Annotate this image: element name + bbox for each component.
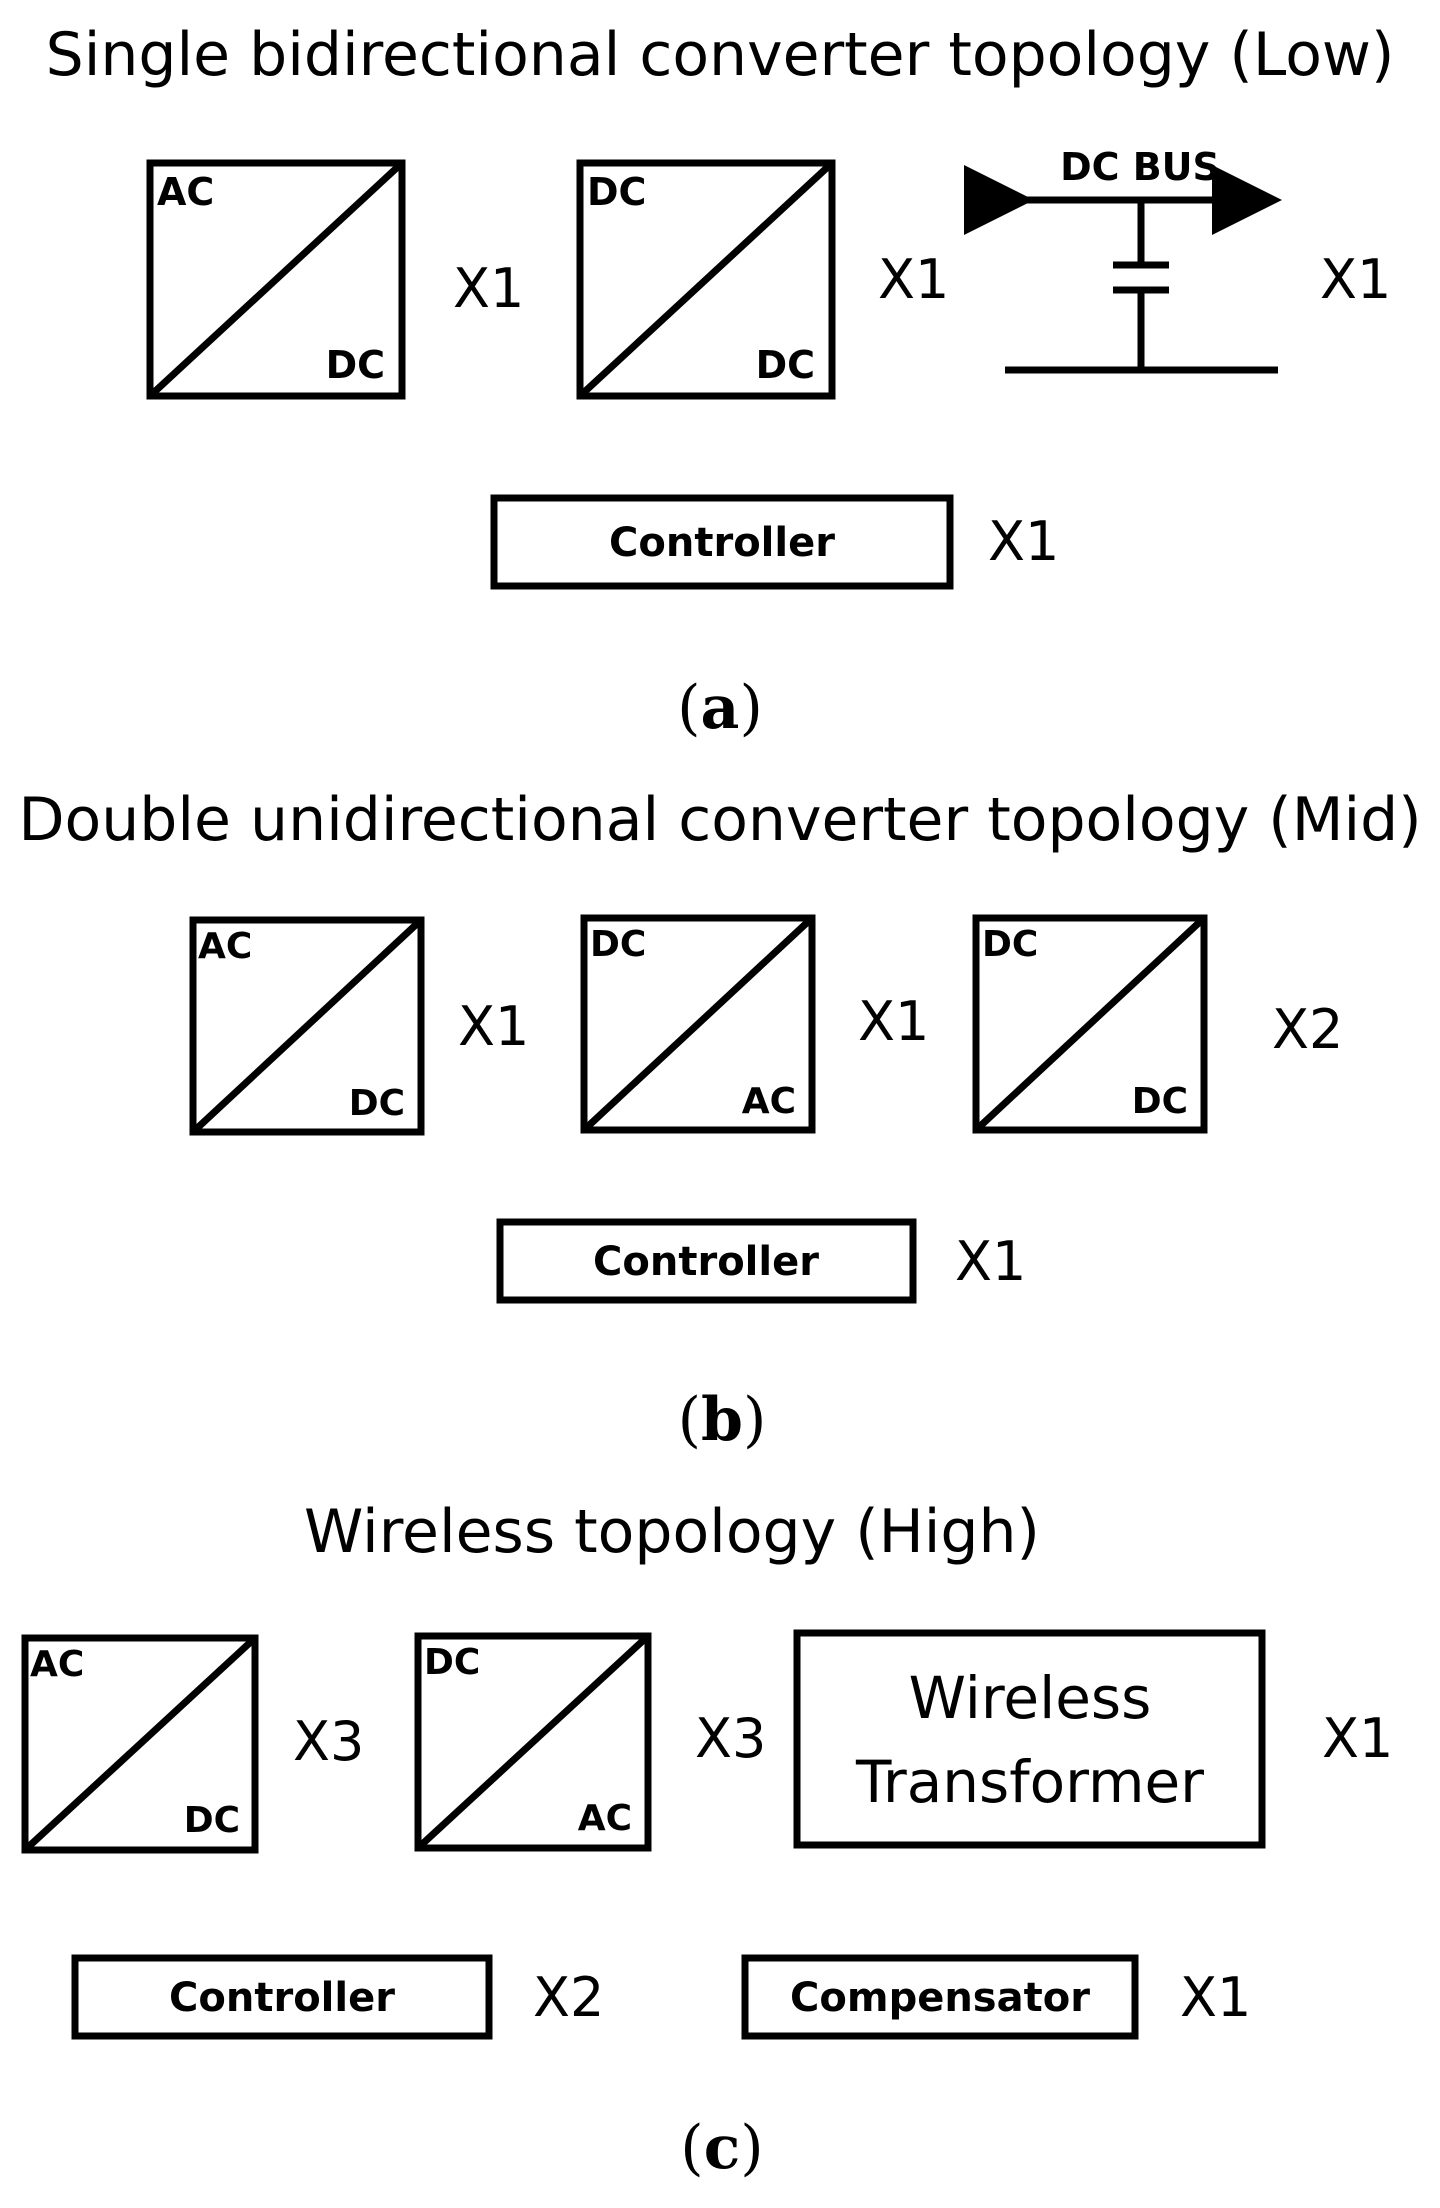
caption-open-paren: ( xyxy=(680,2113,703,2183)
controller-label: Controller xyxy=(609,520,835,566)
panel-b-dcac-converter: DC AC xyxy=(580,914,816,1134)
converter-box xyxy=(576,159,836,400)
panel-c-compensator-multiplier: X1 xyxy=(1180,1966,1251,2029)
converter-diagonal xyxy=(581,915,815,1133)
panel-c: Wireless topology (High) AC DC X3 DC AC … xyxy=(21,1497,1393,2183)
panel-c-dcac-multiplier: X3 xyxy=(695,1707,766,1770)
panel-b-caption: (b) xyxy=(678,1385,767,1455)
converter-diagonal xyxy=(190,917,424,1135)
converter-input-label: AC xyxy=(198,926,252,967)
caption-close-paren: ) xyxy=(743,1385,766,1455)
panel-b: Double unidirectional converter topology… xyxy=(18,785,1421,1455)
converter-input-label: AC xyxy=(30,1644,84,1685)
panel-a-dcdc-multiplier: X1 xyxy=(878,248,949,311)
caption-open-paren: ( xyxy=(678,1385,701,1455)
panel-b-dcdc-multiplier: X2 xyxy=(1272,998,1343,1061)
panel-c-dcac-converter: DC AC xyxy=(414,1632,652,1852)
panel-a: Single bidirectional converter topology … xyxy=(46,20,1395,743)
converter-output-label: DC xyxy=(326,343,385,387)
panel-a-controller-multiplier: X1 xyxy=(988,510,1059,573)
converter-output-label: DC xyxy=(184,1800,240,1841)
converter-diagonal xyxy=(147,160,405,399)
converter-output-label: DC xyxy=(349,1083,405,1124)
panel-b-dcdc-converter: DC DC xyxy=(972,914,1208,1134)
panel-b-controller: Controller xyxy=(496,1218,917,1304)
panel-c-transformer-multiplier: X1 xyxy=(1322,1707,1393,1770)
panel-c-controller: Controller xyxy=(71,1954,493,2040)
converter-input-label: DC xyxy=(590,924,646,965)
compensator-box xyxy=(741,1954,1139,2040)
caption-open-paren: ( xyxy=(677,673,700,743)
transformer-box xyxy=(793,1629,1266,1849)
caption-letter: b xyxy=(701,1385,743,1455)
panel-b-dcac-multiplier: X1 xyxy=(858,990,929,1053)
converter-box xyxy=(189,916,425,1136)
caption-close-paren: ) xyxy=(740,2113,763,2183)
dc-bus-label: DC BUS xyxy=(1060,145,1220,189)
transformer-label-line2: Transformer xyxy=(855,1748,1204,1816)
panel-a-caption: (a) xyxy=(677,673,763,743)
panel-c-caption: (c) xyxy=(680,2113,763,2183)
converter-box xyxy=(21,1634,259,1854)
panel-a-controller: Controller xyxy=(490,494,954,590)
panel-b-controller-multiplier: X1 xyxy=(955,1230,1026,1293)
controller-box xyxy=(496,1218,917,1304)
panel-b-acdc-converter: AC DC xyxy=(189,916,425,1136)
panel-b-title: Double unidirectional converter topology… xyxy=(18,785,1421,855)
caption-letter: a xyxy=(701,673,740,743)
converter-diagonal xyxy=(415,1633,651,1851)
transformer-label-line1: Wireless xyxy=(909,1664,1152,1732)
converter-diagonal xyxy=(973,915,1207,1133)
panel-c-acdc-multiplier: X3 xyxy=(293,1710,364,1773)
converter-input-label: AC xyxy=(157,170,214,214)
controller-label: Controller xyxy=(593,1239,819,1285)
caption-letter: c xyxy=(704,2113,741,2183)
converter-box xyxy=(580,914,816,1134)
converter-box xyxy=(146,159,406,400)
caption-close-paren: ) xyxy=(739,673,762,743)
converter-output-label: AC xyxy=(742,1081,796,1122)
panel-c-title: Wireless topology (High) xyxy=(304,1497,1040,1567)
panel-b-acdc-multiplier: X1 xyxy=(458,995,529,1058)
panel-c-wireless-transformer: Wireless Transformer xyxy=(793,1629,1266,1849)
converter-input-label: DC xyxy=(424,1642,480,1683)
controller-label: Controller xyxy=(169,1975,395,2021)
panel-a-dc-bus: DC BUS xyxy=(964,145,1282,374)
panel-a-acdc-converter: AC DC xyxy=(146,159,406,400)
converter-output-label: DC xyxy=(1132,1081,1188,1122)
panel-c-acdc-converter: AC DC xyxy=(21,1634,259,1854)
controller-box xyxy=(71,1954,493,2040)
converter-diagonal xyxy=(22,1635,258,1853)
converter-box xyxy=(972,914,1208,1134)
controller-box xyxy=(490,494,954,590)
converter-input-label: DC xyxy=(587,170,646,214)
converter-output-label: AC xyxy=(578,1798,632,1839)
converter-input-label: DC xyxy=(982,924,1038,965)
panel-a-title: Single bidirectional converter topology … xyxy=(46,20,1395,90)
panel-a-acdc-multiplier: X1 xyxy=(453,257,524,320)
panel-c-controller-multiplier: X2 xyxy=(533,1966,604,2029)
panel-c-compensator: Compensator xyxy=(741,1954,1139,2040)
converter-box xyxy=(414,1632,652,1852)
converter-diagonal xyxy=(577,160,835,399)
panel-a-dcdc-converter: DC DC xyxy=(576,159,836,400)
compensator-label: Compensator xyxy=(790,1975,1090,2021)
panel-a-dc-bus-multiplier: X1 xyxy=(1320,248,1391,311)
converter-output-label: DC xyxy=(756,343,815,387)
